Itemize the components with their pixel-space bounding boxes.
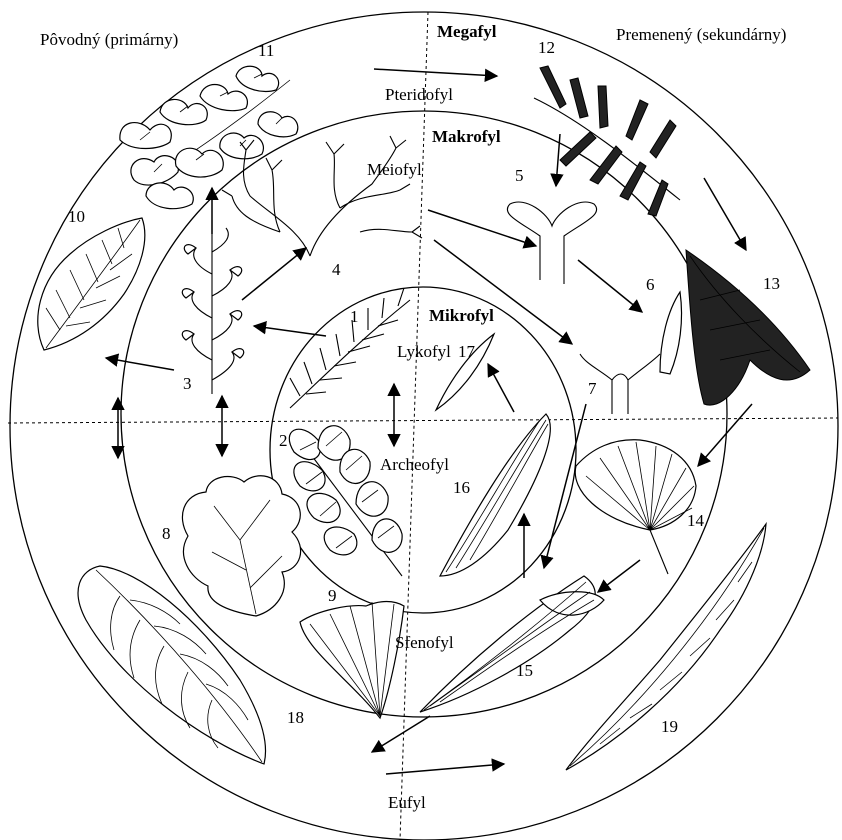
arrow-11-to-12 xyxy=(374,69,497,76)
leaf-8-lobed xyxy=(182,476,300,616)
label-archeofyl: Archeofyl xyxy=(380,455,449,474)
arrow-4-to-7 xyxy=(434,240,572,344)
leaf-2-pinnate xyxy=(289,426,402,576)
vertical-divider xyxy=(400,12,428,840)
number-label: 5 xyxy=(515,166,524,185)
number-label: 18 xyxy=(287,708,304,727)
leaf-5-forked xyxy=(507,202,596,284)
label-meiofyl: Meiofyl xyxy=(367,160,422,179)
number-label: 3 xyxy=(183,374,192,393)
horizontal-divider xyxy=(8,418,838,423)
number-label: 13 xyxy=(763,274,780,293)
arrow-18-to-19 xyxy=(386,764,504,774)
number-label: 15 xyxy=(516,661,533,680)
label-megafyl: Megafyl xyxy=(437,22,497,41)
label-eufyl: Eufyl xyxy=(388,793,426,812)
number-label: 17 xyxy=(458,342,476,361)
arrow-3-to-10 xyxy=(106,358,174,370)
arrow-3-to-4 xyxy=(242,248,306,300)
leaf-11-fern xyxy=(120,66,298,208)
arrow-12-to-13 xyxy=(704,178,746,250)
arrow-16-to-17 xyxy=(488,364,514,412)
arrow-13-to-14 xyxy=(698,404,752,466)
label-pteridofyl: Pteridofyl xyxy=(385,85,453,104)
label-mikrofyl: Mikrofyl xyxy=(429,306,494,325)
number-label: 1 xyxy=(350,307,359,326)
leaf-13-dark-frond xyxy=(686,250,810,405)
number-label: 19 xyxy=(661,717,678,736)
arrow-15-to-18 xyxy=(372,716,430,752)
arrow-5-to-6 xyxy=(578,260,642,312)
leaf-3-branched-axis xyxy=(182,220,243,394)
arrow-14-to-15 xyxy=(598,560,640,592)
number-label: 12 xyxy=(538,38,555,57)
arrow-1-to-3 xyxy=(254,326,326,336)
leaf-6-narrow xyxy=(660,292,682,374)
label-makrofyl: Makrofyl xyxy=(432,127,501,146)
leaf-10-serrated xyxy=(38,218,145,350)
leaf-9-fan xyxy=(300,602,404,719)
number-label: 10 xyxy=(68,207,85,226)
leaf-14-ginkgo xyxy=(575,440,696,574)
arrow-4-to-5 xyxy=(428,210,536,246)
number-label: 14 xyxy=(687,511,705,530)
label-sfenofyl: Sfenofyl xyxy=(395,633,454,652)
number-label: 7 xyxy=(588,379,597,398)
label-secondary: Premenený (sekundárny) xyxy=(616,25,786,44)
number-label: 4 xyxy=(332,260,341,279)
number-label: 2 xyxy=(279,431,288,450)
label-primary: Pôvodný (primárny) xyxy=(40,30,178,49)
number-label: 11 xyxy=(258,41,274,60)
number-label: 9 xyxy=(328,586,337,605)
number-label: 6 xyxy=(646,275,655,294)
label-lykofyl: Lykofyl xyxy=(397,342,451,361)
number-label: 8 xyxy=(162,524,171,543)
number-label: 16 xyxy=(453,478,470,497)
